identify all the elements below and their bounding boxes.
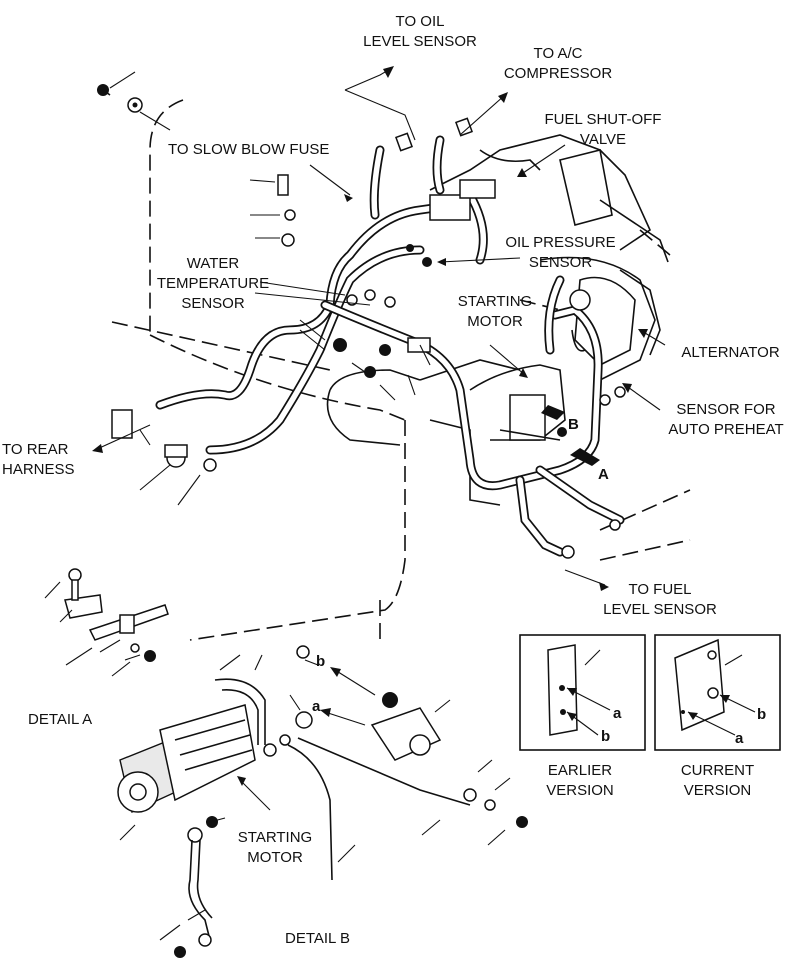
machine-outline (111, 99, 691, 645)
inset1-letter-b: b (601, 728, 611, 745)
label-detail-a: DETAIL A (28, 711, 93, 728)
label-to-slow-blow-fuse: TO SLOW BLOW FUSE (168, 141, 330, 158)
detail-b-assembly (117, 645, 528, 958)
label-starting-motor-top: STARTING MOTOR (457, 293, 533, 330)
label-current-version: CURRENT VERSION (680, 762, 755, 799)
main-harness (155, 135, 625, 557)
label-starting-motor-bottom: STARTING MOTOR (237, 829, 313, 866)
label-detail-b: DETAIL B (285, 930, 351, 947)
detail-a-bracket (44, 568, 169, 677)
version-insets (519, 634, 781, 751)
label-alternator: ALTERNATOR (681, 344, 780, 361)
label-to-oil-level-sensor: TO OIL LEVEL SENSOR (363, 13, 477, 50)
engine-block (326, 134, 669, 506)
callout-letter-b: b (316, 653, 326, 670)
label-to-rear-harness: TO REAR HARNESS (2, 441, 75, 478)
view-letter-b: B (568, 416, 579, 433)
top-hardware (97, 84, 626, 559)
inset1-letter-a: a (613, 705, 622, 722)
label-water-temperature-sensor: WATER TEMPERATURE SENSOR (156, 255, 270, 312)
inset2-letter-b: b (757, 706, 767, 723)
label-to-fuel-level-sensor: TO FUEL LEVEL SENSOR (603, 581, 717, 618)
label-earlier-version: EARLIER VERSION (546, 762, 614, 799)
inset2-letter-a: a (735, 730, 744, 747)
label-to-ac-compressor: TO A/C COMPRESSOR (503, 45, 613, 82)
label-oil-pressure-sensor: OIL PRESSURE SENSOR (505, 234, 616, 271)
label-sensor-auto-preheat: SENSOR FOR AUTO PREHEAT (668, 401, 784, 438)
view-letter-a: A (598, 466, 609, 483)
leader-lines (92, 66, 666, 591)
callout-letter-a: a (312, 698, 321, 715)
label-fuel-shutoff-valve: FUEL SHUT-OFF VALVE (544, 111, 662, 148)
